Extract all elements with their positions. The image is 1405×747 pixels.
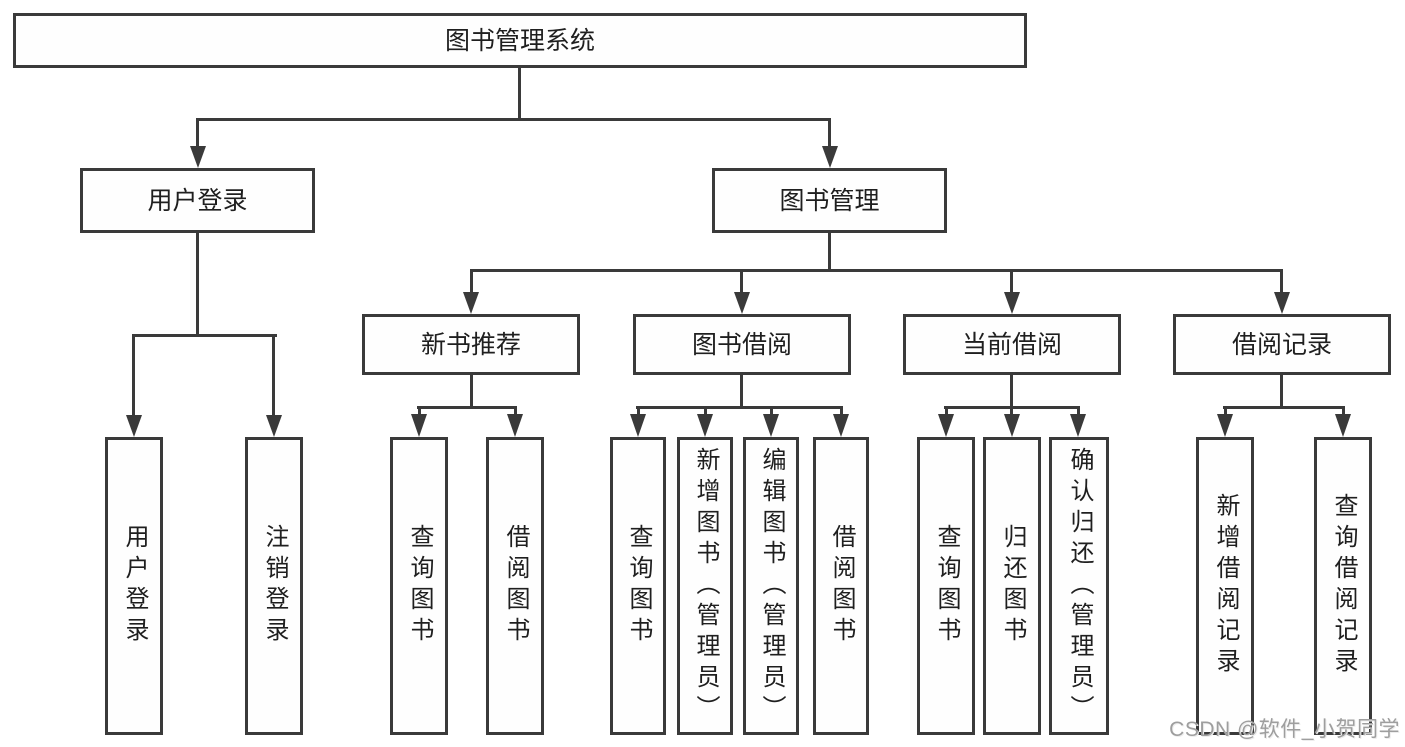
connector-line [828,118,831,150]
connector-line [470,375,473,409]
leaf-label: 用户登录 [121,524,148,648]
leaf-user-login: 用户登录 [105,437,163,735]
connector-line [704,406,707,416]
leaf-label: 编辑图书（管理员） [758,446,785,726]
leaf-confirm-return-admin: 确认归还（管理员） [1049,437,1109,735]
connector-line [514,406,517,416]
arrow-down-icon [734,292,750,314]
node-new-book-recommendation: 新书推荐 [362,314,580,375]
arrow-down-icon [822,146,838,168]
leaf-label: 注销登录 [261,524,288,648]
node-label: 图书借阅 [691,330,792,359]
arrow-down-icon [938,414,954,437]
connector-line [132,334,277,337]
connector-line [1280,375,1283,409]
node-user-login: 用户登录 [80,168,315,233]
arrow-down-icon [126,415,142,437]
node-library-management-system: 图书管理系统 [13,13,1027,68]
leaf-label: 借阅图书 [502,524,529,648]
node-book-management: 图书管理 [712,168,947,233]
arrow-down-icon [1274,292,1290,314]
connector-line [1010,269,1013,295]
leaf-logout: 注销登录 [245,437,303,735]
node-current-borrowing: 当前借阅 [903,314,1121,375]
arrow-down-icon [1004,414,1020,437]
connector-line [1223,406,1345,409]
node-label: 图书管理系统 [444,26,595,55]
arrow-down-icon [266,415,282,437]
connector-line [740,375,743,409]
csdn-watermark: CSDN @软件_小贺同学 [1169,718,1400,741]
connector-line [945,406,948,416]
connector-line [840,406,843,416]
leaf-add-borrow-record: 新增借阅记录 [1196,437,1254,735]
leaf-borrow-books: 借阅图书 [486,437,544,735]
arrow-down-icon [630,414,646,437]
leaf-label: 查询借阅记录 [1330,493,1357,679]
connector-line [1010,375,1013,409]
arrow-down-icon [763,414,779,437]
node-label: 图书管理 [779,186,880,215]
arrow-down-icon [1070,414,1086,437]
leaf-label: 新增图书（管理员） [692,446,719,726]
leaf-label: 确认归还（管理员） [1066,446,1093,726]
connector-line [518,68,521,120]
connector-line [637,406,640,416]
arrow-down-icon [411,414,427,437]
connector-line [828,233,831,272]
connector-line [417,406,517,409]
connector-line [196,118,199,150]
node-borrowing-records: 借阅记录 [1173,314,1391,375]
node-label: 新书推荐 [420,330,521,359]
connector-line [196,233,199,337]
connector-line [1224,406,1227,416]
connector-line [770,406,773,416]
connector-line [636,406,843,409]
arrow-down-icon [833,414,849,437]
leaf-query-borrow-record: 查询借阅记录 [1314,437,1372,735]
arrow-down-icon [190,146,206,168]
node-label: 当前借阅 [961,330,1062,359]
connector-line [1280,269,1283,295]
leaf-add-books-admin: 新增图书（管理员） [677,437,733,735]
leaf-label: 查询图书 [406,524,433,648]
arrow-down-icon [507,414,523,437]
leaf-return-books: 归还图书 [983,437,1041,735]
connector-line [470,269,473,295]
connector-line [196,118,831,121]
arrow-down-icon [1217,414,1233,437]
node-label: 借阅记录 [1231,330,1332,359]
connector-line [1077,406,1080,416]
leaf-label: 查询图书 [625,524,652,648]
leaf-label: 查询图书 [933,524,960,648]
connector-line [1010,406,1013,416]
connector-line [132,334,135,416]
arrow-down-icon [1004,292,1020,314]
connector-line [740,269,743,295]
leaf-label: 借阅图书 [828,524,855,648]
arrow-down-icon [463,292,479,314]
connector-line [470,269,1283,272]
leaf-edit-books-admin: 编辑图书（管理员） [743,437,799,735]
node-label: 用户登录 [147,186,248,215]
connector-line [1342,406,1345,416]
leaf-query-books: 查询图书 [610,437,666,735]
connector-line [272,334,275,416]
connector-line [418,406,421,416]
leaf-query-books: 查询图书 [390,437,448,735]
leaf-label: 新增借阅记录 [1212,493,1239,679]
leaf-query-books: 查询图书 [917,437,975,735]
arrow-down-icon [1335,414,1351,437]
node-book-borrowing: 图书借阅 [633,314,851,375]
leaf-borrow-books: 借阅图书 [813,437,869,735]
arrow-down-icon [697,414,713,437]
leaf-label: 归还图书 [999,524,1026,648]
